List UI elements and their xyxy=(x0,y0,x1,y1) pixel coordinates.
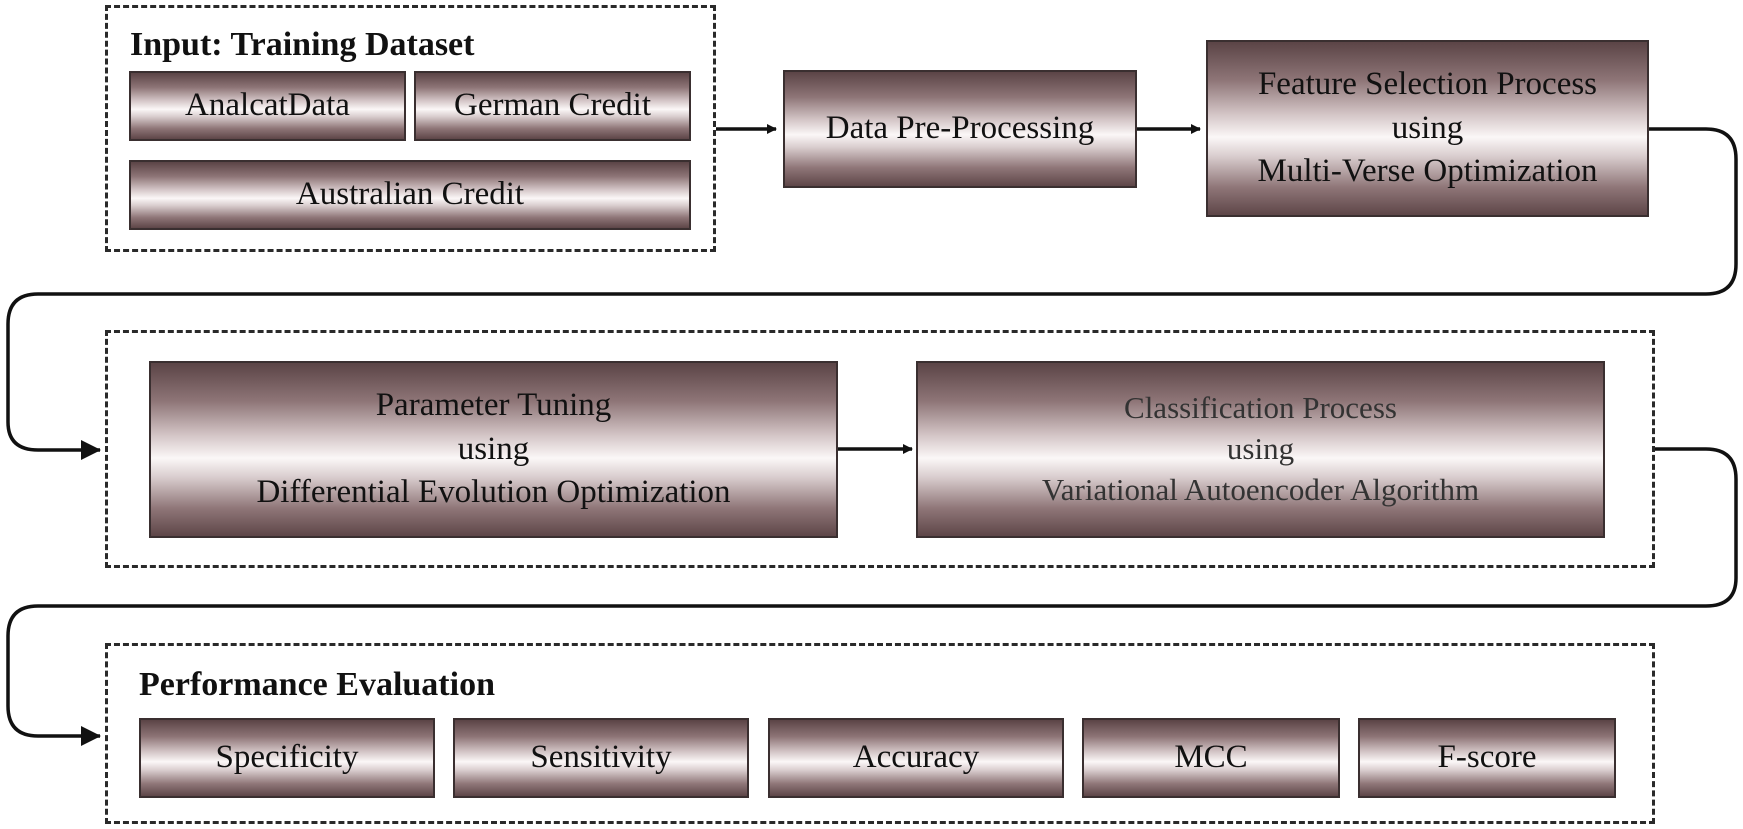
metric-f-score: F-score xyxy=(1358,718,1616,798)
evaluation-group-title: Performance Evaluation xyxy=(139,666,495,703)
dataset-analcatdata: AnalcatData xyxy=(129,71,406,141)
evaluation-group xyxy=(105,643,1655,824)
dataset-label: German Credit xyxy=(453,87,652,124)
arrow-classification-to-evaluation-group xyxy=(6,447,1738,746)
input-group-title: Input: Training Dataset xyxy=(130,26,475,63)
dataset-australian-credit: Australian Credit xyxy=(129,160,691,230)
dataset-german-credit: German Credit xyxy=(414,71,691,141)
classification-box: Classification Process using Variational… xyxy=(916,361,1605,538)
metric-label: F-score xyxy=(1437,739,1537,776)
input-group xyxy=(105,5,716,252)
dataset-label: Australian Credit xyxy=(295,176,525,213)
metric-specificity: Specificity xyxy=(139,718,435,798)
parameter-tuning-box: Parameter Tuning using Differential Evol… xyxy=(149,361,838,538)
parameter-tuning-line-1: Parameter Tuning xyxy=(375,387,612,424)
preprocessing-box: Data Pre-Processing xyxy=(783,70,1137,188)
classification-line-2: using xyxy=(1226,431,1295,467)
classification-line-3: Variational Autoencoder Algorithm xyxy=(1041,471,1480,507)
feature-selection-line-2: using xyxy=(1391,109,1464,146)
parameter-tuning-line-2: using xyxy=(457,430,530,467)
metric-mcc: MCC xyxy=(1082,718,1340,798)
arrow-feature-selection-to-tuning-group xyxy=(6,127,1738,460)
parameter-tuning-line-3: Differential Evolution Optimization xyxy=(256,474,731,511)
dataset-label: AnalcatData xyxy=(185,87,350,124)
feature-selection-line-3: Multi-Verse Optimization xyxy=(1257,153,1598,190)
metric-label: Accuracy xyxy=(852,739,980,776)
metric-label: Sensitivity xyxy=(530,739,672,776)
metric-label: Specificity xyxy=(215,739,359,776)
metric-accuracy: Accuracy xyxy=(768,718,1064,798)
metric-sensitivity: Sensitivity xyxy=(453,718,749,798)
feature-selection-box: Feature Selection Process using Multi-Ve… xyxy=(1206,40,1649,217)
feature-selection-line-1: Feature Selection Process xyxy=(1257,66,1598,103)
model-group xyxy=(105,330,1655,568)
classification-line-1: Classification Process xyxy=(1124,390,1397,426)
preprocessing-label: Data Pre-Processing xyxy=(825,110,1095,147)
metric-label: MCC xyxy=(1174,739,1248,776)
